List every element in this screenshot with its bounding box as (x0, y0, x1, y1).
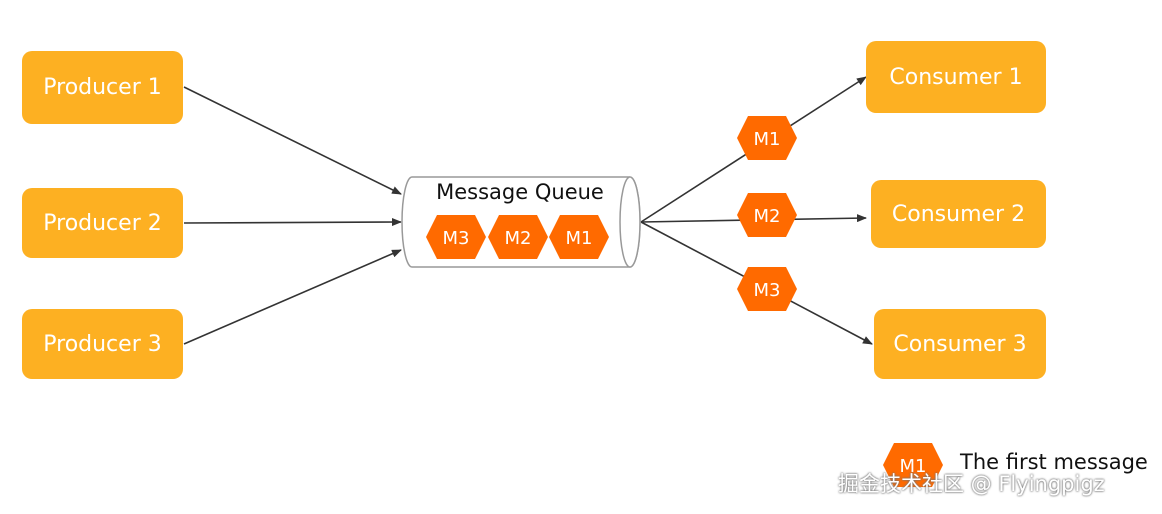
queue-message-hexagon: M1 (549, 215, 609, 259)
watermark: 掘金技术社区 @ Flyingpigz (838, 472, 1105, 496)
consumer-1-box: Consumer 1 (866, 41, 1046, 113)
delivered-message-hexagon: M1 (737, 116, 797, 160)
queue-message-hexagon: M2 (488, 215, 548, 259)
hexagon-label: M2 (505, 228, 532, 249)
queue-message-hexagon: M3 (426, 215, 486, 259)
queue-end-cap (619, 176, 641, 268)
arrow-producer-1-to-queue (183, 86, 402, 195)
hexagon-label: M3 (443, 228, 470, 249)
delivered-message-hexagon: M2 (737, 193, 797, 237)
producer-2-box: Producer 2 (22, 188, 183, 258)
consumer-3-box: Consumer 3 (874, 309, 1046, 379)
arrow-producer-2-to-queue (183, 218, 402, 227)
arrow-producer-3-to-queue (183, 249, 402, 345)
legend-hexagon: M1 (883, 443, 943, 487)
producer-3-box: Producer 3 (22, 309, 183, 379)
consumer-2-box: Consumer 2 (871, 180, 1046, 248)
legend-text: The first message (960, 450, 1148, 474)
hexagon-label: M1 (566, 228, 593, 249)
hexagon-label: M3 (754, 280, 781, 301)
delivered-message-hexagon: M3 (737, 267, 797, 311)
hexagon-label: M2 (754, 206, 781, 227)
queue-title: Message Queue (436, 180, 604, 204)
producer-1-box: Producer 1 (22, 51, 183, 124)
hexagon-label: M1 (754, 129, 781, 150)
hexagon-label: M1 (900, 456, 927, 477)
